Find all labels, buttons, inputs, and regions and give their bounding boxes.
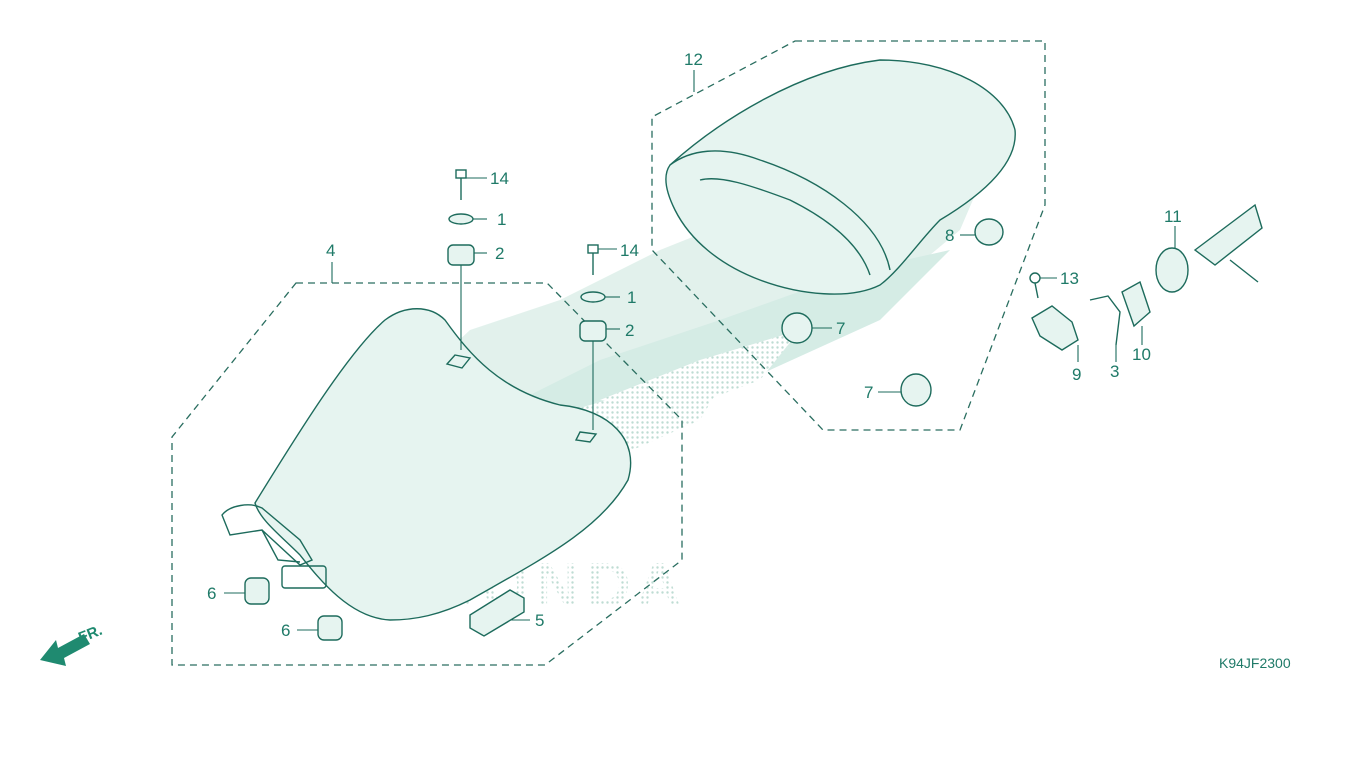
rubber-5 (469, 589, 525, 637)
callout-leaders (224, 70, 1176, 631)
washer-1-left (448, 213, 474, 225)
callout-1-left: 1 (497, 210, 506, 229)
callout-11: 11 (1164, 207, 1182, 226)
callout-12: 12 (684, 50, 703, 69)
bolt-13 (1029, 272, 1041, 299)
callout-7-lower: 7 (864, 383, 873, 402)
callout-2-right: 2 (625, 321, 634, 340)
callout-7-upper: 7 (836, 319, 845, 338)
front-arrow-icon (40, 634, 90, 666)
plate-10 (1121, 280, 1151, 328)
cushion-6-lower (317, 615, 343, 641)
callout-4: 4 (326, 241, 335, 260)
pillion-seat (665, 59, 1016, 295)
callout-14-right: 14 (620, 241, 639, 260)
bolt-14-left (455, 169, 467, 200)
washer-1-right (580, 291, 606, 303)
callout-8: 8 (945, 226, 954, 245)
cushion-7-upper (781, 312, 813, 344)
callout-5: 5 (535, 611, 544, 630)
cushion-8 (974, 218, 1004, 246)
diagram-code: K94JF2300 (1219, 655, 1291, 671)
callout-14-left: 14 (490, 169, 509, 188)
cushion-7-lower (900, 373, 932, 407)
grommet-2-right (579, 320, 607, 342)
callout-6-upper: 6 (207, 584, 216, 603)
callout-3: 3 (1110, 362, 1119, 381)
grommet-2-left (447, 244, 475, 266)
callout-2-left: 2 (495, 244, 504, 263)
cushion-6-upper (244, 577, 270, 605)
bolt-14-right (587, 244, 599, 275)
callout-9: 9 (1072, 365, 1081, 384)
clip-3 (1089, 295, 1121, 346)
callout-13: 13 (1060, 269, 1079, 288)
front-label: FR. (76, 622, 105, 647)
callout-1-right: 1 (627, 288, 636, 307)
latch-9 (1031, 305, 1079, 351)
pillion-group-outline (651, 40, 1046, 431)
callout-6-lower: 6 (281, 621, 290, 640)
main-seat (221, 308, 632, 621)
callout-10: 10 (1132, 345, 1151, 364)
lock-cylinder-11 (1155, 203, 1263, 293)
